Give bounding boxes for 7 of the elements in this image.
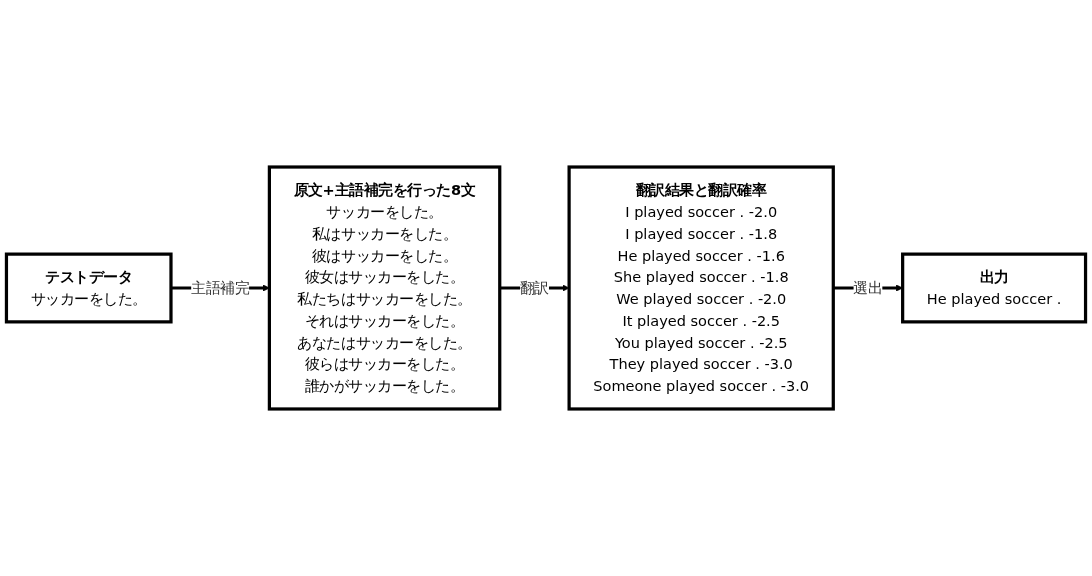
edge-label: 主語補完	[191, 279, 250, 297]
node-box: 翻訳結果と翻訳確率 I played soccer . -2.0 I played soccer . -1.8 He played soccer . -1.6 She played soccer . -1.8 We played soccer . -2.0 It played soccer . -2.5 You played soccer . -2.5 They played soccer . -3.0 Someone played soccer . -3.0	[567, 165, 835, 411]
node-box: 原文+主語補完を行った8文 サッカーをした。 私はサッカーをした。 彼はサッカーをした。 彼女はサッカーをした。 私たちはサッカーをした。 それはサッカーをした。 あなたはサッカーをした。 彼らはサッカーをした。 誰かがサッカーをした。	[267, 165, 502, 411]
edge-label: 翻訳	[519, 279, 549, 297]
node-box: 出力 He played soccer .	[901, 252, 1088, 324]
node-box: テストデータ サッカーをした。	[4, 252, 173, 324]
edge-label: 選出	[853, 279, 883, 297]
